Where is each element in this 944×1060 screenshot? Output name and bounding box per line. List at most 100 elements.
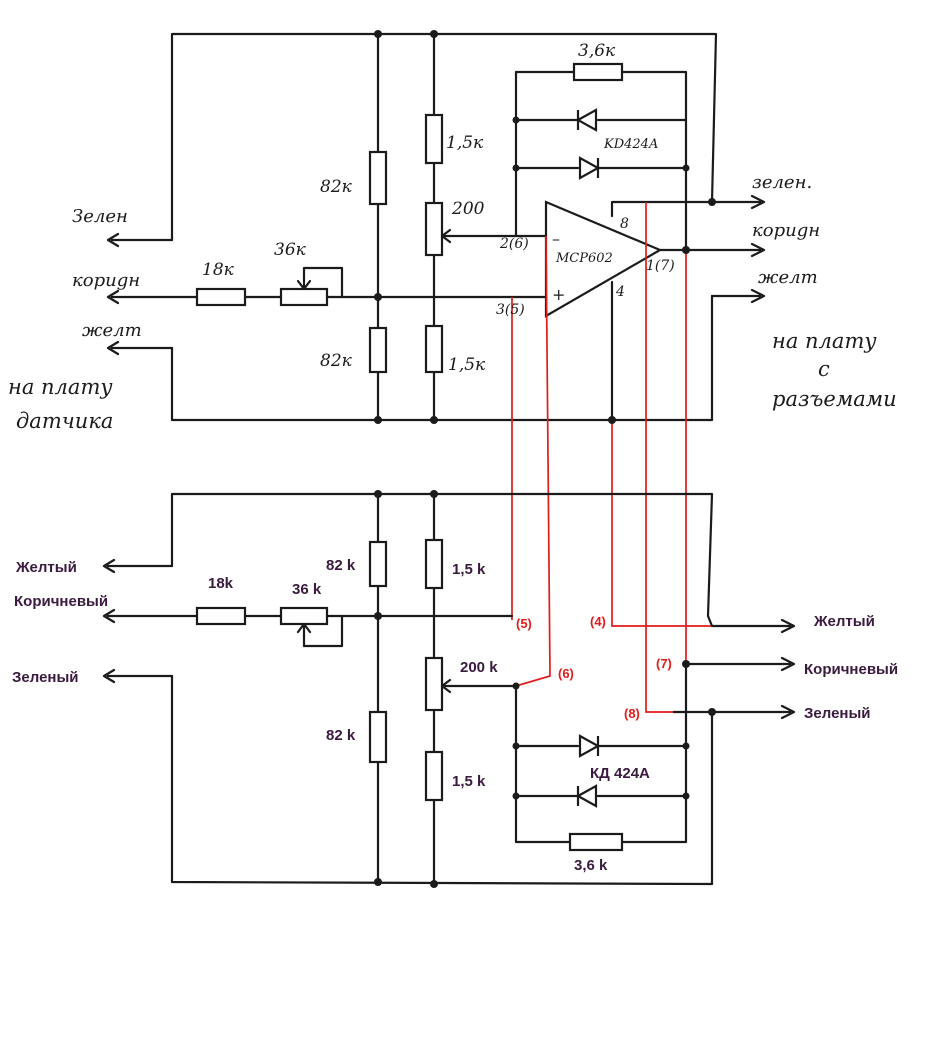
bottom-feedback-wires [514,662,688,844]
bottom-label-1-5k-upper: 1,5 k [452,561,486,578]
top-left-wire-green: Зелен [72,206,128,227]
bottom-right-brown-stub [684,656,796,672]
bottom-label-3-6k: 3,6 k [574,857,608,874]
top-label-pin-inverting: 2(6) [499,236,529,252]
top-junction [608,416,616,424]
top-junction [374,30,382,38]
bottom-junction [708,708,716,716]
bottom-right-wire-brown: Коричневый [804,661,898,678]
top-right-wire-green: зелен. [752,172,812,193]
bottom-label-1-5k-lower: 1,5 k [452,773,486,790]
bottom-resistor-82k-upper [368,540,388,588]
top-label-minus: – [552,229,560,248]
top-resistor-1-5k-lower [424,324,444,374]
top-pot-200 [424,201,444,257]
top-label-pin-gnd: 4 [615,284,625,300]
top-right-wire-brown: кориgн [752,220,820,241]
top-left-destination-2: датчика [16,409,113,433]
bottom-right-yellow-stub [706,614,796,634]
bottom-junction [682,660,690,668]
top-lower-bus [170,294,714,422]
bottom-junction [374,490,382,498]
top-label-pin-output: 1(7) [646,258,675,274]
top-opamp-output-wire [658,242,766,258]
top-pot-200-wiper [440,228,548,244]
bottom-resistor-18k [195,606,247,626]
bottom-label-82k-upper: 82 k [326,557,356,574]
top-junction [512,116,520,124]
top-right-destination-3: разъемами [772,387,897,411]
top-label-18k: 18к [202,260,235,280]
top-label-plus: + [552,285,565,304]
top-left-wire-yellow: желт [82,320,142,341]
top-junction [682,246,690,254]
top-pot-36k-wiper [296,266,344,299]
bottom-pot-36k [279,606,329,626]
bottom-schematic: Желтый Коричневый Зеленый 18k 36 k 82 k … [12,490,898,888]
top-input-wire [106,289,199,305]
top-label-pin-vdd: 8 [620,216,629,232]
top-label-82k-lower: 82к [320,351,353,371]
red-link-pin8 [645,202,674,713]
top-left-green-stub [106,232,174,248]
bottom-left-green-stub [102,668,174,684]
bottom-left-wire-brown: Коричневый [14,593,108,610]
top-label-diode: KD424A [603,137,658,152]
top-label-1-5k-lower: 1,5к [448,355,486,375]
top-left-wire-brown: кориgн [72,270,140,291]
top-junction [430,416,438,424]
top-right-destination-1: на плату [772,329,877,353]
top-label-pin-noninverting: 3(5) [496,302,525,318]
top-junction [374,416,382,424]
bottom-lower-bus [170,674,714,886]
bottom-label-18k: 18k [208,575,234,592]
top-diode-forward [578,156,601,180]
bottom-resistor-1-5k-lower [424,750,444,802]
top-right-wire-yellow: желт [758,267,818,288]
red-link-pin4 [611,420,722,627]
bottom-left-wire-yellow: Желтый [15,559,77,576]
top-resistor-1-5k-upper [424,113,444,165]
top-opamp-supply-8 [610,194,766,218]
top-schematic: 3,6к KD424A 1,5к 200 82к 82к 1,5к 18к 36… [8,30,897,713]
bottom-diode-reverse [575,784,598,808]
bottom-input-wire [102,608,199,624]
top-label-3-6k: 3,6к [578,41,616,61]
bottom-junction [512,792,520,800]
top-left-yellow-stub [106,340,174,356]
bottom-upper-bus [170,492,714,618]
top-junction [682,164,690,172]
bottom-label-82k-lower: 82 k [326,727,356,744]
bottom-resistor-1-5k-upper [424,538,444,590]
bottom-pot-200k [424,656,444,712]
top-label-opamp: MCP602 [555,251,613,266]
top-diode-reverse [575,108,598,132]
top-resistor-3-6k [572,62,624,82]
bottom-label-diode: КД 424А [590,765,650,782]
bottom-junction [512,742,520,750]
bottom-pot-200k-wiper [440,678,518,694]
bottom-left-wire-green: Зеленый [12,669,79,686]
top-right-destination-2: с [818,357,830,381]
bottom-right-green-stub [672,704,796,720]
bottom-right-wire-yellow: Желтый [813,613,875,630]
top-resistor-82k-upper [368,150,388,206]
bottom-resistor-82k-lower [368,710,388,764]
bottom-right-wire-green: Зеленый [804,705,871,722]
bottom-label-36k: 36 k [292,581,322,598]
bottom-junction [430,490,438,498]
top-resistor-82k-lower [368,326,388,374]
top-label-36k: 36к [274,240,307,260]
bottom-left-yellow-stub [102,558,174,574]
bottom-pot-36k-wiper [296,614,344,648]
bottom-junction [682,742,690,750]
bottom-diode-forward [578,734,601,758]
top-left-destination-1: на плату [8,375,113,399]
red-link-pin6 [515,235,551,687]
bottom-junction [430,880,438,888]
top-junction [374,293,382,301]
top-junction [430,30,438,38]
bottom-junction [682,792,690,800]
top-junction [512,164,520,172]
